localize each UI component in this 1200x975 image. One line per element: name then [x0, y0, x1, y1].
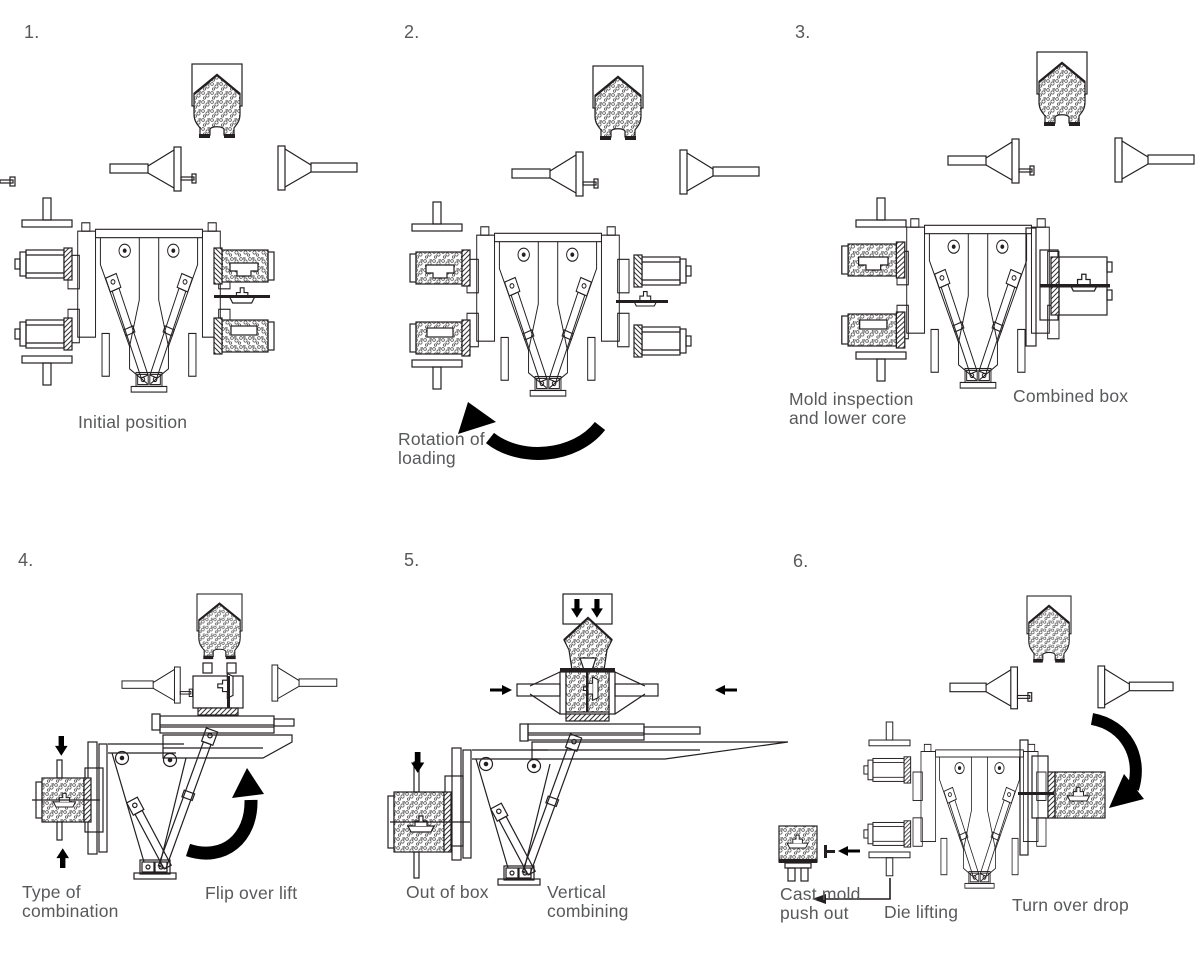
pattern-symbol — [633, 291, 658, 307]
right-cone-funnel-icon — [1097, 665, 1174, 709]
push-right-arrow-icon — [489, 684, 513, 696]
press-hopper — [562, 593, 613, 671]
die-lifting-pointer — [812, 878, 891, 904]
t-bar-icon — [21, 355, 73, 386]
right-cone-funnel-icon — [271, 664, 338, 702]
cast-mold-block — [778, 825, 818, 882]
caption-turn-over-drop: Turn over drop — [1012, 895, 1129, 915]
squeeze-cylinder — [14, 247, 73, 281]
sand-flask — [409, 319, 471, 357]
right-cone-funnel-icon — [277, 145, 358, 191]
sand-hopper-icon — [1035, 50, 1089, 128]
machine-body — [896, 218, 1060, 389]
panel-4-graphic — [32, 592, 338, 880]
sand-hopper-icon — [195, 592, 244, 661]
up-arrow-icon — [55, 847, 70, 869]
rotation-arrow-icon — [458, 402, 606, 460]
machine-body-tilted — [451, 733, 583, 886]
carriage — [519, 723, 789, 760]
step-number-3: 3. — [795, 22, 811, 42]
caption-vertical: Vertical — [547, 882, 606, 902]
right-cone-funnel-icon — [1114, 137, 1195, 183]
squeeze-cylinder — [633, 324, 692, 358]
left-cone-funnel-icon — [109, 146, 197, 192]
panel-1-graphic — [0, 62, 358, 393]
left-cone-funnel-icon — [121, 666, 194, 704]
sand-hopper-icon — [190, 62, 244, 140]
panel-5-graphic — [387, 593, 789, 886]
t-bar-icon — [21, 197, 73, 228]
sand-flask — [387, 761, 470, 879]
left-cone-funnel-icon — [947, 138, 1035, 184]
caption-initial-position: Initial position — [78, 412, 188, 432]
caption-flip-over-lift: Flip over lift — [205, 883, 298, 903]
squeeze-box — [516, 668, 659, 722]
sand-flask — [409, 249, 471, 287]
sand-hopper-icon — [1025, 594, 1073, 664]
down-arrow-icon — [54, 735, 69, 757]
step-number-1: 1. — [24, 22, 40, 42]
panel-2-graphic — [409, 64, 760, 460]
step-number-5: 5. — [404, 550, 420, 570]
step-number-4: 4. — [18, 550, 34, 570]
machine-body — [466, 226, 630, 397]
squeeze-cylinder — [863, 820, 912, 848]
sand-flask — [841, 241, 906, 279]
carriage — [151, 713, 295, 759]
push-left-arrow-icon — [714, 684, 738, 696]
sand-flask — [32, 759, 104, 841]
squeeze-cylinder — [14, 317, 73, 351]
caption-type-of: Type of — [22, 882, 81, 902]
caption-combining: combining — [547, 901, 629, 921]
caption-push-out: push out — [780, 903, 849, 923]
sand-hopper-icon — [591, 64, 645, 142]
t-bar-icon — [411, 359, 463, 390]
machine-body — [67, 222, 231, 393]
caption-loading: loading — [398, 448, 456, 468]
caption-rotation-of: Rotation of — [398, 429, 485, 449]
small-pin — [0, 179, 14, 184]
step-number-2: 2. — [404, 22, 420, 42]
caption-combined-box: Combined box — [1013, 386, 1129, 406]
t-bar-icon — [855, 351, 907, 382]
left-cone-funnel-icon — [949, 666, 1033, 710]
sand-flask — [213, 317, 275, 355]
machine-body — [912, 743, 1047, 889]
caption-out-of-box: Out of box — [406, 882, 489, 902]
caption-mold-inspection: Mold inspection — [789, 389, 914, 409]
t-bar-icon — [868, 851, 911, 877]
right-cone-funnel-icon — [679, 149, 760, 195]
panel-6-graphic — [778, 594, 1174, 904]
combined-mold-box — [192, 672, 244, 716]
sand-flask — [213, 247, 275, 285]
push-out-arrow-icon — [824, 845, 861, 858]
sand-flask — [841, 311, 906, 349]
combined-box — [1025, 227, 1113, 347]
drop-arrow-icon — [1090, 713, 1144, 808]
squeeze-cylinder — [863, 756, 912, 784]
caption-and-lower-core: and lower core — [789, 408, 907, 428]
t-bar-icon — [868, 721, 911, 747]
t-bar-icon — [411, 201, 463, 232]
flip-arrow-icon — [185, 768, 264, 860]
caption-cast-mold: Cast mold — [780, 884, 861, 904]
squeeze-cylinder — [633, 254, 692, 288]
step-number-6: 6. — [793, 551, 809, 571]
t-bar-icon — [855, 197, 907, 228]
panel-3-graphic — [841, 50, 1195, 389]
caption-die-lifting: Die lifting — [884, 902, 959, 922]
down-arrow-icon — [410, 751, 425, 774]
sand-flask — [1018, 739, 1106, 856]
left-cone-funnel-icon — [511, 151, 599, 197]
caption-combination: combination — [22, 901, 119, 921]
